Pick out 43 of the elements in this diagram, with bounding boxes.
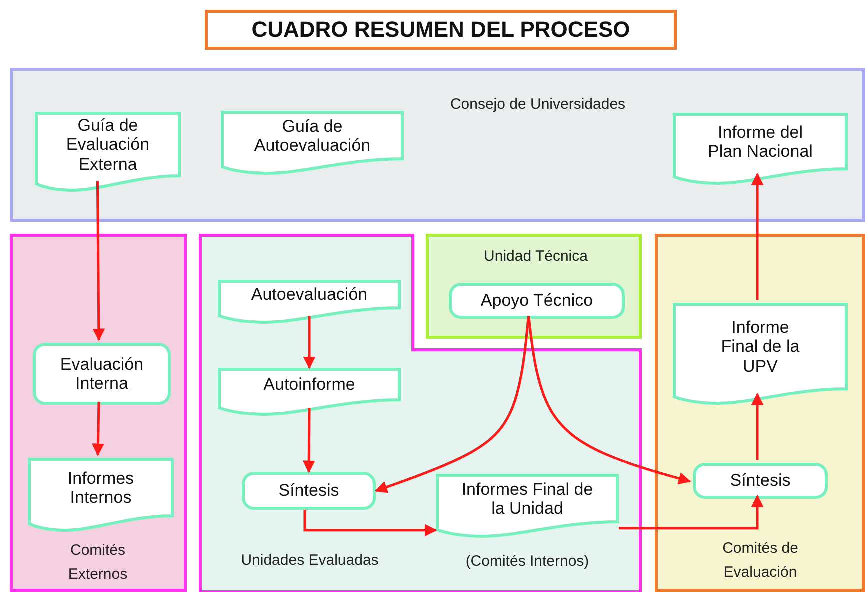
node-text: Guía de Autoevaluación [253, 116, 372, 156]
arrow [303, 316, 316, 370]
group-panel [655, 234, 865, 592]
group-label: Unidad Técnica [483, 247, 589, 267]
node-text: Informes Final de la Unidad [460, 480, 594, 518]
arrow [619, 494, 764, 530]
process-box [449, 283, 625, 319]
group-panel [10, 234, 187, 592]
group-label: Comités Externos [67, 541, 129, 585]
node-text: Apoyo Técnico [480, 291, 594, 311]
node-text: Autoevaluación [251, 285, 368, 305]
node-text: Informes Internos [66, 468, 136, 508]
title: CUADRO RESUMEN DEL PROCESO [205, 10, 677, 50]
node-text: Síntesis [278, 481, 340, 501]
document-shape [221, 111, 404, 175]
document-shape [28, 458, 174, 532]
group-label: Comités de Evaluación [722, 539, 800, 583]
process-box [33, 343, 171, 405]
arrow [92, 402, 104, 456]
node-text: Síntesis [730, 471, 791, 491]
arrow [304, 510, 438, 537]
arrow [374, 316, 530, 494]
process-box [242, 472, 376, 510]
node-text: Guía de Evaluación Externa [65, 116, 151, 174]
document-shape [673, 303, 848, 405]
node-text: Informe Final de la UPV [720, 318, 801, 376]
process-box [693, 463, 828, 499]
node-text: Informe del Plan Nacional [707, 122, 814, 162]
arrow [751, 392, 764, 460]
group-panel [426, 234, 642, 339]
arrow [302, 408, 316, 474]
document-shape [35, 112, 181, 192]
group-panel [10, 68, 865, 222]
document-shape [436, 474, 619, 538]
arrow [527, 316, 692, 485]
group-label: Consejo de Universidades [449, 95, 627, 115]
node-caption: (Comités Internos) [464, 552, 590, 572]
node-text: Autoinforme [264, 375, 356, 395]
document-shape [673, 113, 848, 185]
arrow [92, 180, 106, 342]
arrow [751, 172, 764, 300]
group-label: Unidades Evaluadas [240, 551, 380, 571]
node-text: Evaluación Interna [59, 354, 145, 394]
